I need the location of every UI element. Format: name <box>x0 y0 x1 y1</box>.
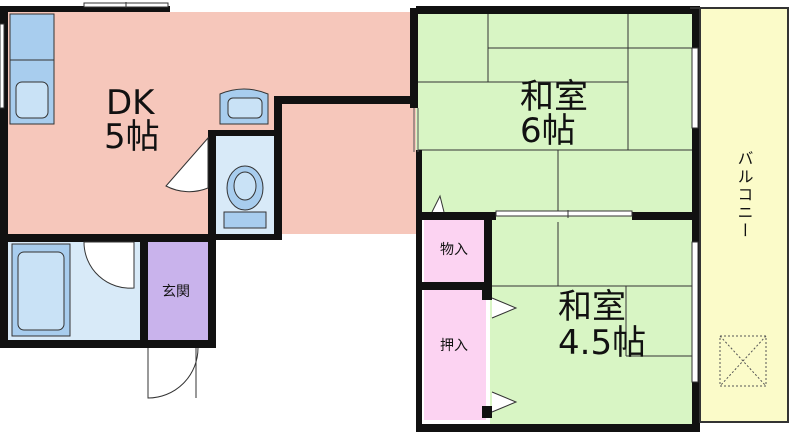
washitsu45-size: 4.5帖 <box>558 323 646 363</box>
kitchen-counter <box>9 13 55 125</box>
door-swing-icon[interactable] <box>83 136 518 413</box>
toilet-icon <box>223 165 267 229</box>
bathtub-icon <box>11 243 71 337</box>
monoire-closet <box>424 220 486 282</box>
hatch-icon <box>719 335 767 387</box>
tatami-lines-6 <box>418 14 692 212</box>
balcony-label: バルコニー <box>735 150 754 240</box>
windows <box>0 2 699 383</box>
washitsu6-size: 6帖 <box>520 111 576 151</box>
monoire-label: 物入 <box>440 242 468 258</box>
tatami-lines-45 <box>492 222 692 357</box>
dk-size: 5帖 <box>104 117 160 157</box>
balcony <box>700 8 788 422</box>
walls <box>0 6 700 432</box>
washbasin-icon <box>219 88 269 125</box>
washitsu45-label: 和室 <box>558 287 626 327</box>
washitsu6-label: 和室 <box>520 77 588 117</box>
genkan-room <box>148 240 208 342</box>
kitchen-sink-icon <box>15 81 49 119</box>
washitsu-6-room <box>416 12 694 214</box>
oshiire-closet <box>424 290 486 420</box>
sliding-door-dk-washitsu[interactable] <box>413 108 419 152</box>
washitsu-45-room <box>490 214 694 424</box>
genkan-label: 玄関 <box>162 283 190 300</box>
dk-label: DK <box>106 83 156 123</box>
oshiire-label: 押入 <box>440 338 468 354</box>
